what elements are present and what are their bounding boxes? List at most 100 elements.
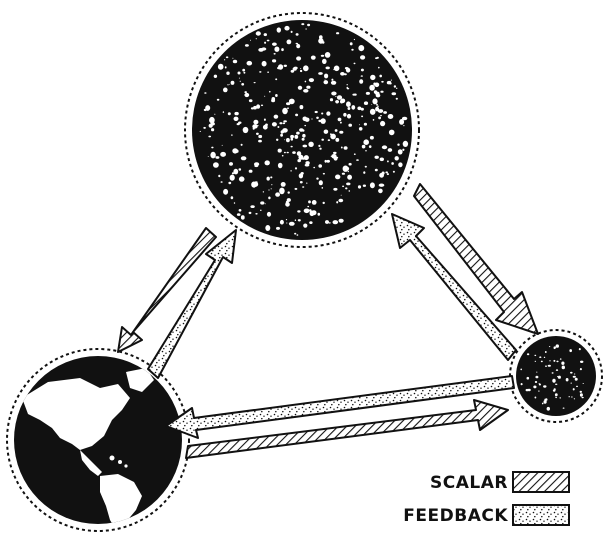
speckle [342,186,344,188]
speckle [570,372,573,374]
speckle [387,82,390,84]
stippled-swatch-icon [513,505,569,525]
speckle [302,134,305,138]
speckle [277,67,281,69]
speckle [543,385,546,387]
speckle [272,122,277,126]
speckle [545,366,547,367]
speckle [354,39,355,40]
speckle [318,164,322,168]
speckle [554,388,556,390]
speckle [348,107,351,110]
speckle [285,202,290,207]
speckle [218,175,220,177]
speckle [563,408,565,409]
speckle [303,65,309,71]
speckle [569,396,570,397]
speckle [267,212,271,217]
speckle [275,78,277,80]
speckle [321,113,323,115]
speckle [347,84,348,85]
speckle [370,136,374,140]
speckle [265,160,270,165]
speckle [284,65,287,67]
speckle [520,369,522,371]
speckle [244,91,247,93]
large-dark-sphere [185,13,419,247]
speckle [315,111,318,113]
speckle [239,176,245,181]
speckle [380,158,384,162]
speckle [277,126,279,128]
speckle [232,172,234,174]
speckle [256,38,257,39]
speckle [331,156,332,157]
speckle [305,28,306,29]
speckle [260,210,262,211]
speckle [402,149,404,151]
speckle [271,188,272,189]
speckle [571,383,572,384]
speckle [326,160,330,163]
speckle [397,144,399,146]
speckle [280,220,284,225]
speckle [240,81,241,82]
speckle [282,155,284,157]
speckle [318,213,321,216]
speckle [261,105,263,107]
speckle [388,114,394,119]
speckle [209,117,215,123]
speckle [282,128,288,133]
speckle [267,40,270,42]
speckle [370,109,376,115]
speckle [534,355,536,356]
speckle [223,88,228,93]
speckle [230,163,232,165]
speckle [257,125,258,126]
speckle [539,356,541,358]
speckle [354,153,356,155]
speckle [265,225,270,231]
speckle [321,139,324,141]
speckle [324,74,328,79]
speckle [555,384,557,385]
speckle [213,162,219,168]
hatched-swatch-icon [513,472,569,492]
speckle [319,180,323,185]
speckle [258,135,262,138]
speckle [295,114,298,117]
speckle [385,171,388,173]
speckle [399,119,404,125]
speckle [279,188,285,195]
speckle [249,99,253,102]
speckle [307,24,310,26]
speckle [253,120,258,125]
speckle [375,156,379,159]
speckle [377,106,379,107]
speckle [274,47,279,52]
speckle [344,146,348,150]
speckle [544,400,547,404]
speckle [333,188,337,191]
speckle [254,82,256,83]
speckle [306,86,310,89]
speckle [264,33,267,36]
speckle [274,53,276,55]
speckle [387,160,389,162]
speckle [361,108,364,111]
speckle [300,105,304,109]
speckle [297,210,300,212]
speckle [552,372,554,373]
speckle [325,80,326,81]
speckle [294,135,298,139]
speckle [319,35,323,39]
speckle [324,80,329,84]
speckle [238,72,241,75]
speckle [339,131,343,134]
speckle [378,67,380,69]
speckle [378,109,383,113]
speckle [580,391,582,393]
speckle [381,81,384,83]
speckle [555,397,557,398]
speckle [270,176,272,178]
